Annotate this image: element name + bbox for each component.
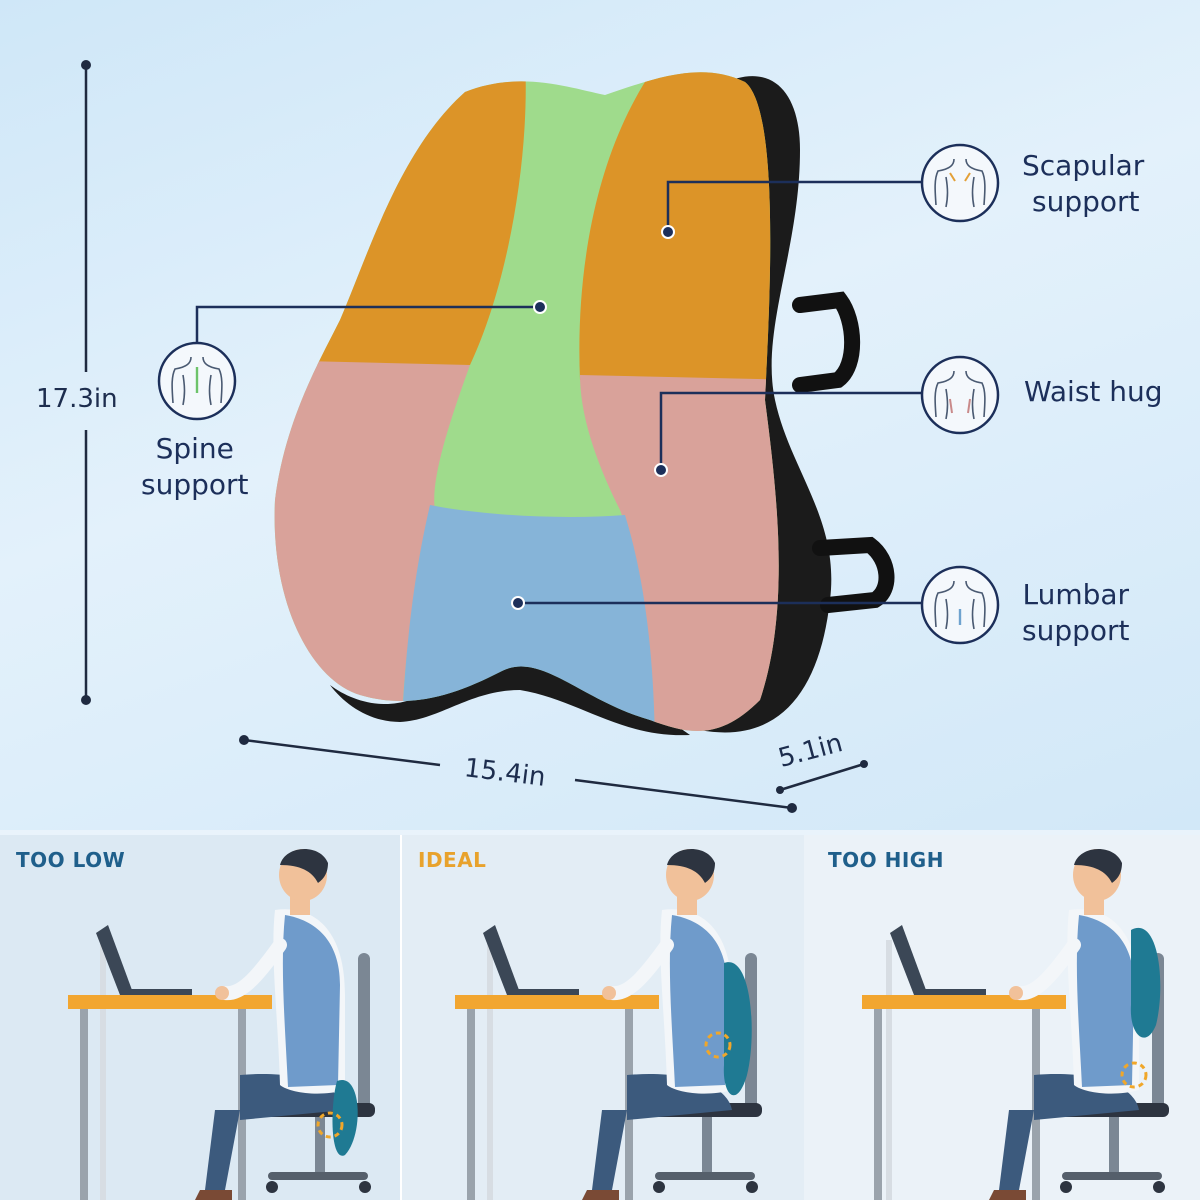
panel-too-high: TOO HIGH — [804, 835, 1200, 1200]
desk — [862, 995, 1066, 1009]
lower-strap — [812, 536, 895, 613]
height-label: 17.3in — [36, 384, 118, 414]
panel-title: TOO HIGH — [828, 848, 944, 872]
back-icon — [920, 355, 1000, 435]
laptop — [96, 925, 192, 995]
spine-support-label: Spine support — [141, 432, 249, 501]
back-icon — [157, 341, 237, 421]
waist-hug-label: Waist hug — [1024, 375, 1163, 408]
width-dimension-line — [239, 735, 797, 813]
waist-leader-line — [659, 391, 922, 470]
person — [989, 848, 1139, 1200]
person — [195, 848, 345, 1200]
waist-point — [654, 463, 668, 477]
cushion-diagram — [81, 60, 1000, 813]
lumbar-cushion — [723, 962, 752, 1096]
lumbar-cushion — [1130, 927, 1161, 1038]
panel-too-low: TOO LOW — [0, 835, 400, 1200]
scapular-support-label: Scapular support — [1022, 149, 1145, 218]
lumbar-cushion — [332, 1079, 358, 1156]
spine-point — [533, 300, 547, 314]
upper-strap — [792, 291, 861, 393]
panel-title: IDEAL — [418, 848, 487, 872]
scapular-point — [661, 225, 675, 239]
panel-title: TOO LOW — [16, 848, 126, 872]
laptop — [890, 925, 986, 995]
depth-dimension-line — [776, 760, 868, 794]
cushion-bottom-edge — [330, 664, 690, 736]
desk — [68, 995, 272, 1009]
desk — [455, 995, 659, 1009]
cushion-diagram-area: 17.3in 15.4in 5.1in Scapular support Wai… — [0, 0, 1200, 830]
laptop — [483, 925, 579, 995]
back-icon — [920, 565, 1000, 645]
height-dimension-line — [81, 60, 91, 705]
spine-leader-line — [195, 305, 540, 342]
person — [582, 848, 732, 1200]
lumbar-target-marker — [316, 1111, 344, 1139]
sitting-person-illustration — [455, 848, 762, 1200]
sitting-person-illustration — [862, 848, 1169, 1200]
panel-ideal: IDEAL — [400, 835, 806, 1200]
lumbar-point — [511, 596, 525, 610]
lumbar-target-marker — [704, 1031, 732, 1059]
lumbar-target-marker — [1120, 1061, 1148, 1089]
back-icon — [920, 143, 1000, 223]
waist-zone — [274, 360, 779, 732]
sitting-person-illustration — [68, 848, 375, 1200]
scapular-leader-line — [666, 180, 922, 232]
lumbar-support-label: Lumbar support — [1022, 578, 1130, 647]
